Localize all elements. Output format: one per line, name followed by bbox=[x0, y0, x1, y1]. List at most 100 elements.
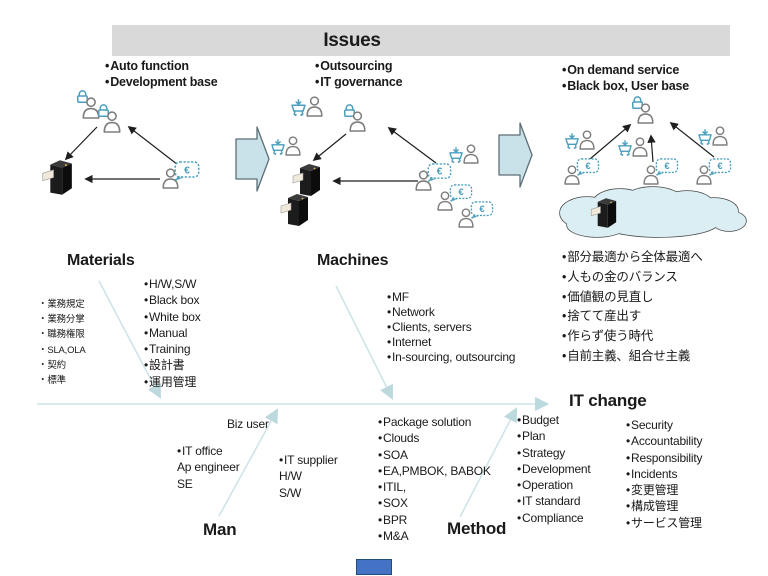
list-item: Development base bbox=[105, 75, 217, 91]
right-notes-list: 部分最適から全体最適へ人もの金のバランス価値観の見直し捨てて産出す作らず使う時代… bbox=[562, 248, 703, 367]
list-item: 価値観の見直し bbox=[562, 288, 703, 308]
list-item: 職務権限 bbox=[38, 327, 86, 342]
arrow bbox=[589, 123, 632, 160]
list-item: Responsibility bbox=[626, 450, 702, 466]
machines-branch bbox=[335, 285, 393, 400]
list-item: Clouds bbox=[378, 430, 491, 446]
arrow bbox=[387, 126, 437, 164]
user-euro-icon bbox=[564, 158, 600, 185]
list-item: Black box, User base bbox=[562, 79, 689, 95]
user-cart-icon bbox=[449, 144, 479, 164]
server-icon bbox=[280, 193, 309, 227]
user-lock-icon bbox=[98, 104, 121, 133]
it-change-governance-list: SecurityAccountabilityResponsibilityInci… bbox=[626, 417, 702, 531]
man-label: Man bbox=[203, 520, 237, 539]
materials-side-notes: 業務規定業務分掌職務権限SLA,OLA契約標準 bbox=[38, 297, 86, 388]
list-item: Accountability bbox=[626, 433, 702, 449]
list-item: IT governance bbox=[315, 75, 402, 91]
list-item: Outsourcing bbox=[315, 59, 402, 75]
stage3-bullets: On demand serviceBlack box, User base bbox=[562, 63, 689, 95]
list-item: Auto function bbox=[105, 59, 217, 75]
stage-transition-arrow-icon bbox=[498, 122, 533, 188]
list-item: Network bbox=[387, 305, 515, 320]
list-item: 作らず使う時代 bbox=[562, 327, 703, 347]
user-lock-icon bbox=[632, 96, 654, 124]
list-item: SLA,OLA bbox=[38, 343, 85, 358]
user-euro-icon bbox=[162, 161, 200, 189]
list-item: In-sourcing, outsourcing bbox=[387, 350, 515, 365]
user-euro-icon bbox=[643, 158, 679, 185]
title-banner: Issues bbox=[112, 25, 730, 56]
list-item: Budget bbox=[517, 412, 591, 428]
right-cloud-diagram bbox=[559, 96, 747, 238]
list-item: Ap engineer bbox=[177, 460, 240, 475]
list-item: Manual bbox=[144, 325, 201, 341]
machines-items-list: MFNetworkClients, serversInternetIn-sour… bbox=[387, 290, 515, 365]
list-item: SE bbox=[177, 476, 193, 491]
cloud-icon bbox=[559, 186, 747, 238]
list-item: BPR bbox=[378, 512, 491, 528]
list-item: 人もの金のバランス bbox=[562, 268, 703, 288]
list-item: ITIL, bbox=[378, 479, 491, 495]
list-item: H/W bbox=[279, 469, 302, 484]
list-item: IT supplier bbox=[279, 452, 338, 468]
middle-triangle-diagram bbox=[271, 96, 494, 228]
list-item: 業務分掌 bbox=[38, 312, 86, 327]
method-items-list: Package solutionCloudsSOAEA,PMBOK, BABOK… bbox=[378, 414, 491, 544]
list-item: 部分最適から全体最適へ bbox=[562, 248, 703, 268]
method-label: Method bbox=[447, 519, 507, 538]
list-item: Compliance bbox=[517, 510, 591, 526]
list-item: 変更管理 bbox=[626, 482, 702, 498]
list-item: MF bbox=[387, 290, 515, 305]
user-euro-icon bbox=[696, 158, 732, 185]
arrow bbox=[669, 121, 715, 158]
list-item: 標準 bbox=[38, 373, 86, 388]
list-item: White box bbox=[144, 309, 201, 325]
list-item: SOA bbox=[378, 447, 491, 463]
user-cart-icon bbox=[291, 96, 323, 117]
list-item: Development bbox=[517, 461, 591, 477]
materials-label: Materials bbox=[67, 252, 135, 269]
list-item: EA,PMBOK, BABOK bbox=[378, 463, 491, 479]
list-item: S/W bbox=[279, 485, 302, 500]
arrow bbox=[127, 125, 183, 169]
list-item: Package solution bbox=[378, 414, 491, 430]
list-item: 自前主義、組合せ主義 bbox=[562, 347, 703, 367]
list-item: 設計書 bbox=[144, 357, 201, 373]
it-change-management-list: BudgetPlanStrategyDevelopmentOperationIT… bbox=[517, 412, 591, 526]
it-change-label: IT change bbox=[569, 391, 647, 410]
user-cart-icon bbox=[698, 126, 728, 146]
list-item: Training bbox=[144, 341, 201, 357]
list-item: Plan bbox=[517, 428, 591, 444]
stage1-bullets: Auto functionDevelopment base bbox=[105, 59, 217, 91]
user-lock-icon bbox=[77, 90, 100, 119]
list-item: M&A bbox=[378, 528, 491, 544]
list-item: H/W,S/W bbox=[144, 276, 201, 292]
server-icon bbox=[42, 159, 73, 196]
list-item: Black box bbox=[144, 292, 201, 308]
list-item: 運用管理 bbox=[144, 374, 201, 390]
list-item: Strategy bbox=[517, 445, 591, 461]
list-item: サービス管理 bbox=[626, 515, 702, 531]
page-title: Issues bbox=[323, 29, 381, 51]
arrow bbox=[647, 134, 656, 163]
materials-items-list: H/W,S/WBlack boxWhite boxManualTraining設… bbox=[144, 276, 201, 390]
list-item: Security bbox=[626, 417, 702, 433]
user-euro-icon bbox=[437, 184, 473, 211]
list-item: SOX bbox=[378, 495, 491, 511]
list-item: Internet bbox=[387, 335, 515, 350]
user-cart-icon bbox=[565, 130, 595, 150]
list-item: Clients, servers bbox=[387, 320, 515, 335]
user-cart-icon bbox=[618, 137, 648, 157]
user-euro-icon bbox=[458, 201, 494, 228]
list-item: 業務規定 bbox=[38, 297, 86, 312]
list-item: IT office bbox=[177, 443, 240, 459]
list-item: Operation bbox=[517, 477, 591, 493]
user-cart-icon bbox=[271, 136, 301, 156]
stage2-bullets: OutsourcingIT governance bbox=[315, 59, 402, 91]
server-icon bbox=[292, 163, 321, 197]
list-item: IT standard bbox=[517, 493, 591, 509]
